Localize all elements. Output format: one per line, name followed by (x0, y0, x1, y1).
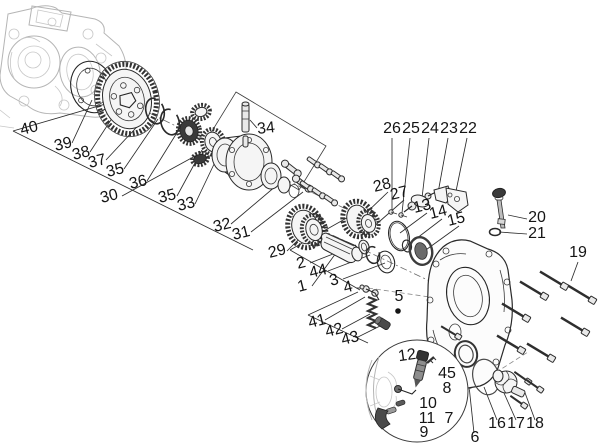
selector-lever-group (388, 185, 469, 218)
part-label-42: 42 (323, 320, 344, 341)
dipstick (492, 187, 506, 229)
part-label-20: 20 (528, 209, 546, 226)
pump-17 (492, 369, 526, 398)
ring-gear (94, 60, 160, 138)
o-ring-13 (388, 220, 410, 252)
part-label-25: 25 (402, 120, 420, 137)
inset-spring-plunger-45 (426, 356, 437, 364)
part-label-44: 44 (307, 261, 328, 282)
gear-cluster-27-28 (340, 198, 381, 240)
link-and-stud-set (280, 156, 346, 207)
part-label-37: 37 (86, 151, 107, 172)
part-label-3: 3 (328, 271, 341, 290)
part-label-32: 32 (211, 215, 232, 236)
part-label-22: 22 (459, 120, 477, 137)
part-label-40: 40 (18, 118, 39, 139)
roller-43 (374, 316, 391, 331)
bevel-pinion-top (190, 102, 212, 122)
inset-fork-9 (374, 407, 391, 430)
part-label-31: 31 (230, 223, 251, 244)
bearing-3 (376, 250, 396, 274)
cover-bolts-19 (440, 270, 598, 363)
crankcase-housing (0, 5, 127, 129)
part-label-33: 33 (175, 194, 196, 215)
part-label-8: 8 (443, 380, 452, 397)
part-label-7: 7 (445, 410, 454, 427)
part-label-27: 27 (388, 183, 409, 204)
part-label-2: 2 (295, 254, 308, 273)
part-label-39: 39 (52, 134, 73, 155)
part-label-23: 23 (440, 120, 458, 137)
part-label-4: 4 (342, 278, 355, 297)
part-label-19: 19 (569, 244, 587, 261)
part-label-36: 36 (127, 172, 148, 193)
part-label-26: 26 (383, 120, 401, 137)
detail-inset-circle (365, 339, 469, 443)
spider-gear-dark (190, 150, 210, 168)
double-gear-29 (285, 203, 329, 251)
part-label-5: 5 (395, 288, 404, 305)
part-label-21: 21 (528, 225, 546, 242)
part-label-15: 15 (445, 209, 466, 230)
detent-lever-41 (359, 284, 380, 301)
snap-ring-a (144, 97, 166, 125)
seal-ring-21 (488, 227, 502, 237)
part-label-43: 43 (339, 328, 360, 349)
part-label-6: 6 (471, 429, 480, 446)
oil-seal-15 (408, 235, 434, 267)
part-label-1: 1 (296, 277, 309, 296)
reference-dot-5 (395, 308, 401, 314)
part-label-35a: 35 (104, 160, 125, 181)
differential-pin (241, 101, 250, 148)
part-label-12: 12 (397, 346, 417, 365)
snap-ring-b (159, 108, 181, 136)
stud-bolts (299, 156, 346, 207)
part-label-11: 11 (419, 410, 436, 427)
part-labels: 40 39 38 37 35 36 30 35 33 34 32 31 29 2… (18, 118, 587, 446)
part-label-30: 30 (98, 186, 119, 207)
part-label-17: 17 (507, 415, 525, 432)
pump-bolts-18 (509, 371, 545, 410)
part-label-16: 16 (488, 415, 506, 432)
part-label-10: 10 (419, 395, 437, 412)
part-label-13: 13 (411, 196, 432, 217)
spring-42 (365, 296, 379, 329)
part-label-28: 28 (371, 175, 392, 196)
differential-carrier (211, 133, 300, 198)
part-label-38: 38 (70, 143, 91, 164)
part-label-41: 41 (306, 311, 327, 332)
part-label-24: 24 (421, 120, 439, 137)
part-label-9: 9 (420, 424, 429, 441)
inset-pin-10 (395, 399, 406, 407)
part-label-35b: 35 (156, 186, 177, 207)
part-label-34: 34 (256, 119, 276, 138)
inset-selector-pin-12 (413, 349, 430, 388)
inset-lever-8 (394, 385, 417, 395)
part-label-18: 18 (526, 415, 544, 432)
part-label-45: 45 (438, 365, 456, 382)
part-label-14: 14 (427, 202, 448, 223)
part-label-29: 29 (266, 241, 287, 262)
